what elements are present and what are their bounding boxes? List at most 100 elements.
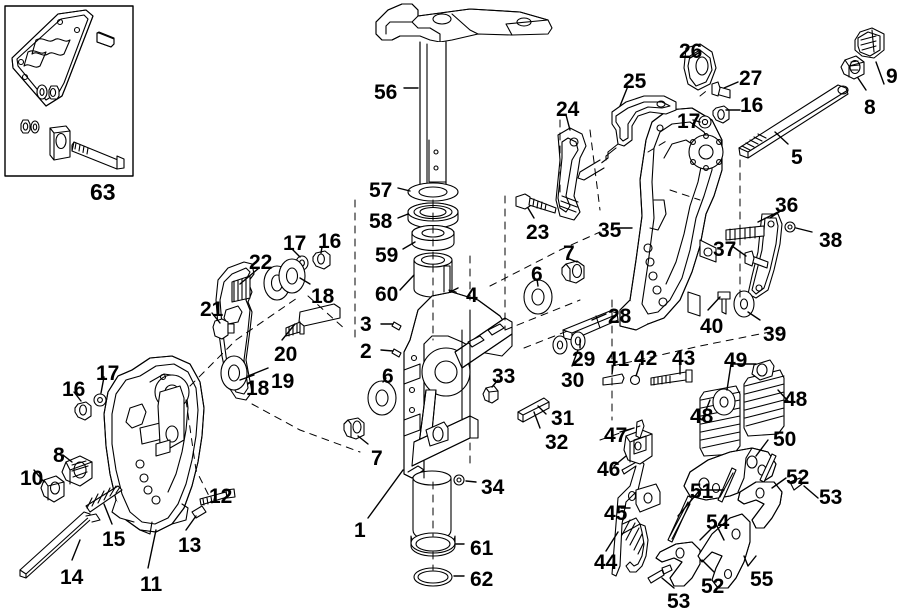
swivel-bracket-1: [403, 291, 513, 541]
ball-42: [629, 374, 641, 386]
washer-6-left: [367, 380, 397, 416]
stern-bracket-11: [103, 355, 205, 535]
stern-bracket-35: [619, 107, 724, 331]
callout-53-right: 53: [819, 486, 843, 509]
spring-15: [85, 485, 123, 513]
leader-lines: [33, 51, 885, 589]
inset-spacer-block: [49, 125, 71, 161]
fitting-2: [391, 348, 402, 358]
roll-pin-41: [602, 373, 625, 386]
screw-40: [717, 291, 731, 315]
washer-disc-39: [733, 290, 755, 318]
latch-hook-52-lower: [655, 541, 701, 587]
screw-34: [453, 474, 465, 486]
cap-9: [854, 27, 885, 59]
callout-7-center: 7: [563, 242, 575, 265]
callout-54: 54: [706, 511, 730, 534]
callout-38: 38: [819, 229, 843, 252]
callout-9: 9: [886, 65, 898, 88]
locknut-8-right: [840, 55, 865, 80]
callout-47: 47: [604, 424, 628, 447]
callout-45: 45: [604, 502, 628, 525]
nut-16-mid: [312, 250, 331, 270]
washer-6-center: [523, 279, 553, 315]
callout-7-left: 7: [371, 447, 383, 470]
callout-51: 51: [690, 480, 714, 503]
callout-50: 50: [773, 428, 797, 451]
callout-16-right: 16: [740, 94, 764, 117]
bushing-33: [482, 385, 499, 404]
callout-28: 28: [608, 305, 632, 328]
callout-18-upper: 18: [311, 285, 335, 308]
bolt-23: [515, 193, 557, 214]
callout-30: 30: [561, 369, 585, 392]
callout-52-lower: 52: [701, 575, 725, 598]
assembly-dashed-lines: [185, 87, 781, 571]
screw-12: [199, 488, 236, 506]
callout-32: 32: [545, 431, 569, 454]
anode-13: [191, 505, 207, 519]
callout-60: 60: [375, 283, 399, 306]
callout-53-lower: 53: [667, 590, 691, 611]
pin-51-b: [717, 467, 737, 503]
callout-19: 19: [271, 370, 295, 393]
screw-53-right: [789, 477, 803, 491]
callout-40: 40: [700, 315, 724, 338]
callout-57: 57: [369, 179, 393, 202]
callout-41: 41: [606, 348, 630, 371]
shoulder-bolt-20: [285, 303, 341, 337]
callout-21: 21: [200, 298, 224, 321]
fitting-3: [391, 321, 402, 331]
callout-2: 2: [360, 340, 372, 363]
callout-26: 26: [679, 40, 703, 63]
nut-7-left: [343, 417, 365, 440]
callout-33: 33: [492, 365, 516, 388]
tension-spring-44: [617, 517, 649, 573]
seal-cap-61: [410, 532, 456, 557]
callout-12: 12: [209, 485, 233, 508]
tilt-lock-lever-36: [725, 213, 783, 299]
nut-16-right: [712, 105, 730, 124]
callout-3: 3: [360, 313, 372, 336]
screw-27: [711, 81, 731, 99]
callout-62: 62: [470, 568, 494, 591]
washer-18-upper: [263, 258, 306, 301]
tilt-lever-24: [555, 127, 587, 221]
callout-6-left: 6: [382, 365, 394, 388]
callout-42: 42: [634, 347, 658, 370]
callout-17-right: 17: [677, 110, 701, 133]
callout-17-mid: 17: [283, 232, 307, 255]
cap-10: [40, 475, 65, 503]
callout-16-mid: 16: [318, 230, 342, 253]
nut-16-left: [74, 401, 92, 421]
spring-seat-49: [712, 359, 775, 416]
o-ring-62: [413, 567, 453, 587]
callout-63: 63: [90, 179, 116, 205]
callout-22: 22: [249, 251, 273, 274]
callout-39: 39: [763, 323, 787, 346]
callout-5: 5: [791, 146, 803, 169]
screw-47: [635, 419, 645, 439]
callout-4: 4: [466, 284, 478, 307]
pivot-screw-21: [212, 318, 235, 340]
inset-washer-pair: [20, 119, 40, 134]
callout-16-left: 16: [62, 378, 86, 401]
gasket-plate-inset: [11, 9, 94, 107]
nut-38: [784, 221, 796, 233]
tilt-rod-14: [19, 511, 101, 579]
callout-10: 10: [20, 467, 44, 490]
nut-7-center: [561, 260, 585, 284]
pivot-pin-31: [517, 397, 550, 423]
callout-13: 13: [178, 534, 202, 557]
inset-screw-upper: [96, 31, 115, 48]
callout-31: 31: [551, 407, 575, 430]
callout-59: 59: [375, 244, 399, 267]
callout-25: 25: [623, 70, 647, 93]
callout-58: 58: [369, 210, 393, 233]
callout-44: 44: [594, 551, 618, 574]
callout-8-right: 8: [864, 96, 876, 119]
callout-20: 20: [274, 343, 298, 366]
callout-29: 29: [572, 348, 596, 371]
long-screw-43: [650, 369, 693, 386]
